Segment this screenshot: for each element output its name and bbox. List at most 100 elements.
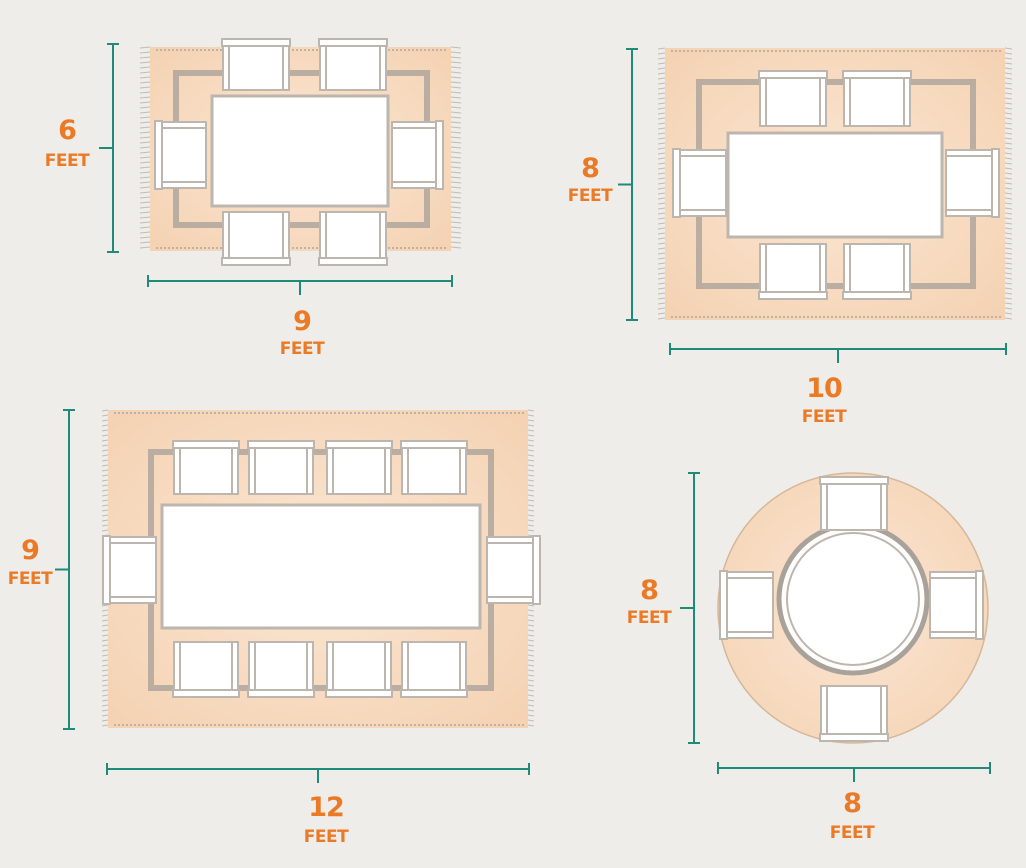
rug3-chair-bottom-1 bbox=[175, 641, 237, 697]
rug3-chair-left bbox=[103, 538, 157, 602]
rug2-chair-bottom-left-arm-left bbox=[759, 243, 767, 299]
rug2-fringe-right bbox=[1004, 47, 1013, 320]
rug4-height-value: 8 bbox=[640, 575, 659, 606]
rug2-table bbox=[726, 131, 944, 239]
rug1-chair-left-back bbox=[154, 120, 163, 190]
rug4-chair-left-arm-top bbox=[720, 571, 774, 579]
rug2-height-value: 8 bbox=[581, 153, 600, 184]
rug4-table bbox=[786, 532, 920, 666]
rug3-width-unit: FEET bbox=[303, 827, 349, 847]
rug2-chair-left-arm-top bbox=[673, 149, 727, 157]
rug1-fringe-left bbox=[139, 46, 151, 249]
rug2-chair-right-back bbox=[991, 148, 1000, 218]
rug4-chair-bottom-arm-left bbox=[820, 685, 828, 741]
rug1-chair-top-left-back bbox=[221, 38, 291, 47]
rug3-chair-right-arm-bottom bbox=[486, 596, 540, 604]
rug2-chair-top-left-arm-right bbox=[819, 71, 827, 127]
rug1-width-value: 9 bbox=[293, 306, 312, 337]
rug4-chair-left bbox=[720, 573, 774, 637]
rug1-chair-bottom-left-arm-left bbox=[222, 211, 230, 265]
rug1-chair-top-right-arm-right bbox=[379, 39, 387, 91]
rug3-chair-top-2 bbox=[250, 441, 312, 495]
rug1-chair-bottom-right-arm-right bbox=[379, 211, 387, 265]
rug3-chair-top-2-arm-right bbox=[306, 441, 314, 495]
rug3-chair-top-2-arm-left bbox=[248, 441, 256, 495]
rug4-chair-right-arm-bottom bbox=[929, 631, 983, 639]
rug3-chair-top-1-arm-left bbox=[173, 441, 181, 495]
rug1-chair-top-right bbox=[321, 39, 385, 91]
rug2-chair-left-arm-bottom bbox=[673, 209, 727, 217]
rug4-chair-left-back bbox=[719, 570, 728, 640]
rug1-height-value: 6 bbox=[58, 115, 77, 146]
rug1-fringe-right bbox=[450, 46, 462, 249]
rug4-chair-top-arm-left bbox=[820, 477, 828, 531]
rug1-table bbox=[210, 94, 390, 208]
rug3-chair-bottom-2-arm-right bbox=[306, 641, 314, 697]
rug1-chair-left-arm-bottom bbox=[155, 181, 207, 189]
rug3-chair-bottom-4-arm-left bbox=[401, 641, 409, 697]
rug4-chair-bottom-back bbox=[819, 733, 889, 742]
rug3-chair-right-arm-top bbox=[486, 536, 540, 544]
rug1-chair-bottom-left-arm-right bbox=[282, 211, 290, 265]
rug3-chair-bottom-2 bbox=[250, 641, 312, 697]
rug1-chair-right-back bbox=[435, 120, 444, 190]
rug3-chair-top-4 bbox=[403, 441, 465, 495]
rug2-chair-bottom-right bbox=[845, 243, 909, 299]
rug1-chair-left-arm-top bbox=[155, 121, 207, 129]
rug4-chair-bottom bbox=[822, 685, 886, 741]
rug2-chair-top-left bbox=[761, 71, 825, 127]
rug2-chair-left-back bbox=[672, 148, 681, 218]
rug3-chair-top-1-arm-right bbox=[231, 441, 239, 495]
rug4-chair-right-arm-top bbox=[929, 571, 983, 579]
rug3-chair-top-1 bbox=[175, 441, 237, 495]
rug2-chair-top-right-back bbox=[842, 70, 912, 79]
rug1-chair-right-arm-bottom bbox=[391, 181, 443, 189]
rug3-chair-left-arm-bottom bbox=[103, 596, 157, 604]
rug1-chair-top-left-arm-right bbox=[282, 39, 290, 91]
rug1-chair-top-right-back bbox=[318, 38, 388, 47]
rug1-chair-right-arm-top bbox=[391, 121, 443, 129]
rug3-width-value: 12 bbox=[308, 792, 345, 823]
rug1-chair-bottom-right-arm-left bbox=[319, 211, 327, 265]
rug4-rug-edge bbox=[717, 472, 989, 744]
rug3-chair-bottom-3-back bbox=[325, 689, 393, 698]
rug3-chair-right-back bbox=[532, 535, 541, 605]
rug3-chair-top-3 bbox=[328, 441, 390, 495]
rug4-chair-top-back bbox=[819, 476, 889, 485]
rug3-chair-bottom-1-arm-right bbox=[231, 641, 239, 697]
rug1-chair-bottom-right bbox=[321, 211, 385, 265]
rug4-chair-top bbox=[822, 477, 886, 531]
rug2-chair-bottom-right-arm-left bbox=[843, 243, 851, 299]
rug1-chair-right bbox=[391, 123, 443, 187]
rug3-height-value: 9 bbox=[21, 535, 40, 566]
rug1-chair-top-right-arm-left bbox=[319, 39, 327, 91]
rug3-chair-top-4-arm-left bbox=[401, 441, 409, 495]
rug3-chair-bottom-4-arm-right bbox=[459, 641, 467, 697]
rug3-chair-top-3-arm-right bbox=[384, 441, 392, 495]
rug2-chair-bottom-left bbox=[761, 243, 825, 299]
rug2-chair-right-arm-bottom bbox=[945, 209, 999, 217]
rug2-chair-bottom-right-arm-right bbox=[903, 243, 911, 299]
rug2-chair-bottom-left-arm-right bbox=[819, 243, 827, 299]
rug4-chair-right-back bbox=[975, 570, 984, 640]
rug4-chair-left-arm-bottom bbox=[720, 631, 774, 639]
rug3-table bbox=[160, 503, 482, 630]
rug3-chair-bottom-1-back bbox=[172, 689, 240, 698]
rug3-chair-top-1-back bbox=[172, 440, 240, 449]
rug1-height-unit: FEET bbox=[44, 151, 90, 171]
rug1-chair-top-left bbox=[224, 39, 288, 91]
rug2-chair-top-right bbox=[845, 71, 909, 127]
rug2-chair-right bbox=[945, 151, 999, 215]
rug3-chair-top-4-arm-right bbox=[459, 441, 467, 495]
rug1-chair-top-left-arm-left bbox=[222, 39, 230, 91]
rug3-chair-top-3-back bbox=[325, 440, 393, 449]
rug3-chair-bottom-3 bbox=[328, 641, 390, 697]
rug1-width-unit: FEET bbox=[279, 339, 325, 359]
rug1-chair-bottom-left bbox=[224, 211, 288, 265]
rug3-chair-top-2-back bbox=[247, 440, 315, 449]
rug3-chair-bottom-2-arm-left bbox=[248, 641, 256, 697]
rug4-width-value: 8 bbox=[843, 788, 862, 819]
rug3-chair-top-3-arm-left bbox=[326, 441, 334, 495]
rug3-chair-left-arm-top bbox=[103, 536, 157, 544]
